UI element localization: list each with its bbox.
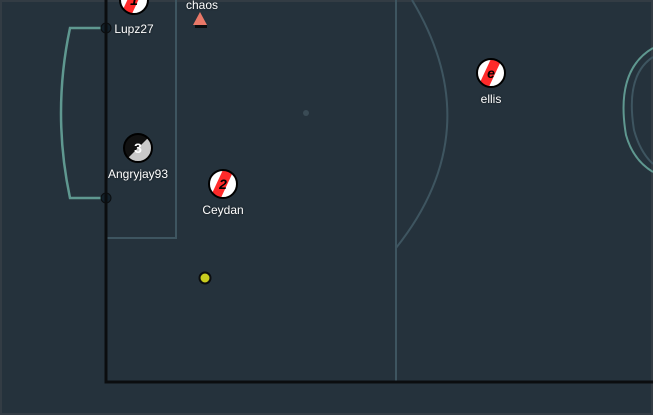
player-name-chaos: chaos	[185, 0, 219, 12]
player-name-lupz27: Lupz27	[114, 22, 154, 36]
center-spot	[303, 110, 309, 116]
center-arc	[395, 0, 449, 249]
player-number: e	[487, 65, 495, 81]
player-name-ellis: ellis	[480, 92, 502, 106]
player-name-ceydan: Ceydan	[202, 203, 244, 217]
kickoff-circle-inner	[630, 56, 653, 165]
player-number: 1	[130, 0, 138, 8]
player-number: 3	[134, 140, 142, 156]
cone-marker-icon[interactable]	[193, 11, 209, 31]
player-name-angryjay93: Angryjay93	[107, 167, 169, 181]
ball-icon[interactable]	[198, 271, 212, 285]
player-token-ceydan[interactable]: 2	[207, 168, 239, 200]
player-token-lupz27[interactable]: 1	[118, 0, 150, 16]
player-token-ellis[interactable]: e	[475, 57, 507, 89]
kickoff-circle	[622, 47, 653, 173]
player-number: 2	[218, 176, 227, 192]
boundary-line	[104, 0, 653, 384]
player-token-angryjay93[interactable]: 3	[122, 132, 154, 164]
goal-net-outline	[59, 26, 106, 200]
